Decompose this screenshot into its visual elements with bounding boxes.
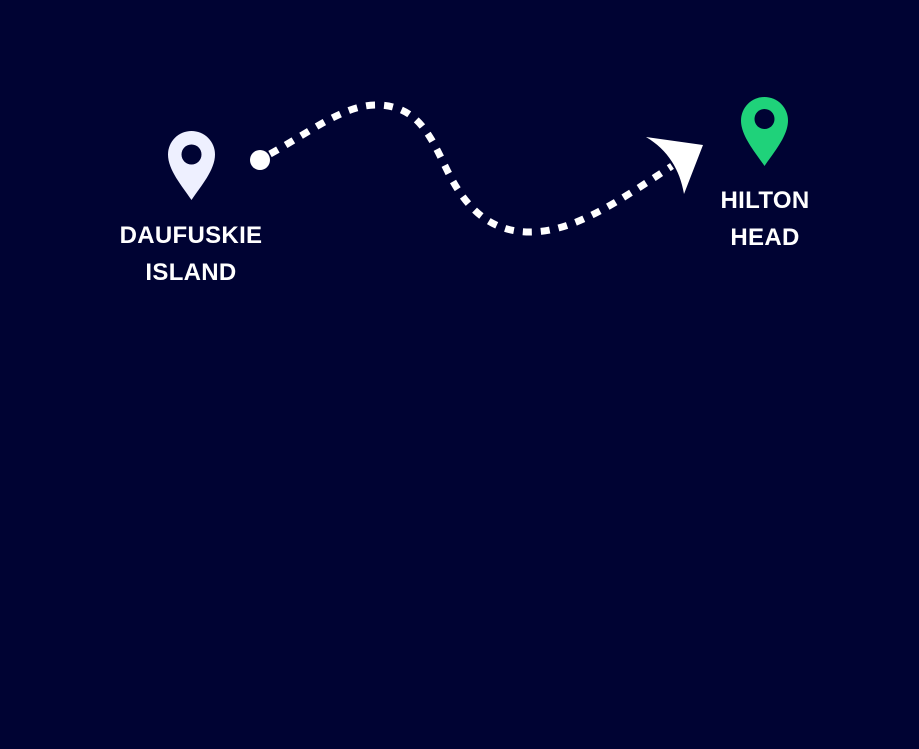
destination-label: HILTON HEAD bbox=[665, 182, 865, 256]
origin-pin-icon bbox=[168, 130, 215, 200]
destination-pin-icon bbox=[741, 96, 788, 166]
route-start-dot bbox=[250, 150, 270, 170]
route-arrowhead-icon bbox=[646, 137, 703, 194]
destination-label-line-1: HILTON bbox=[720, 187, 810, 214]
destination-label-line-2: HEAD bbox=[730, 224, 800, 251]
origin-label-line-2: ISLAND bbox=[145, 259, 237, 286]
origin-label-line-1: DAUFUSKIE bbox=[119, 222, 263, 249]
dashed-route-line bbox=[268, 101, 674, 236]
origin-label: DAUFUSKIE ISLAND bbox=[91, 217, 291, 291]
